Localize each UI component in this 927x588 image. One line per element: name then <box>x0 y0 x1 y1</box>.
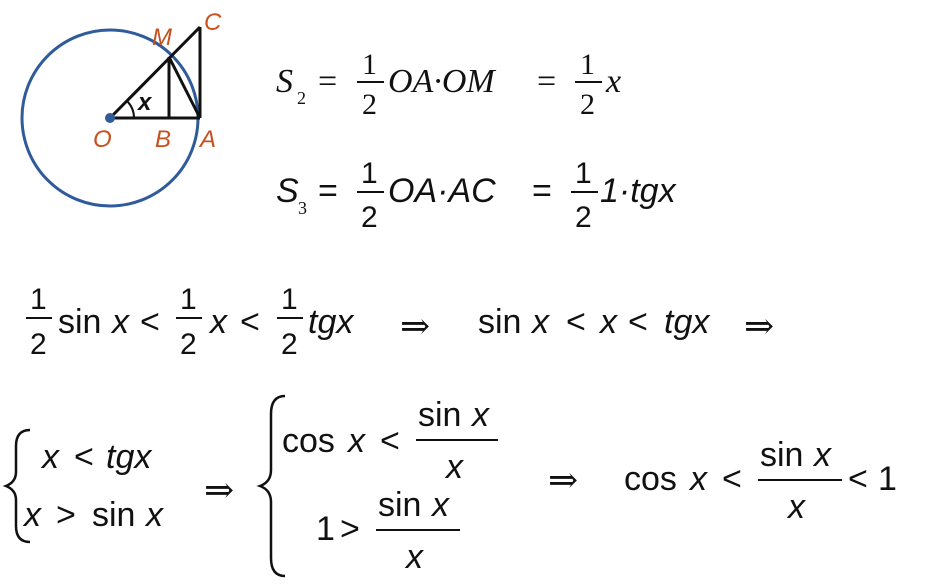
ineq-lt4: < <box>628 303 648 341</box>
result-x: x <box>688 460 708 498</box>
label-C: C <box>204 9 222 36</box>
s2-subscript: 2 <box>297 88 306 108</box>
chord-MA <box>167 56 202 119</box>
implies-3: ⇒ <box>204 470 234 510</box>
result-num-x: x <box>812 436 832 474</box>
implies-4: ⇒ <box>548 460 578 500</box>
ineq-frac3-den: 2 <box>281 328 298 361</box>
s2-equals-2: = <box>537 63 556 100</box>
center-point <box>105 113 115 123</box>
label-M: M <box>152 24 172 51</box>
s2-equals-1: = <box>318 63 337 100</box>
ineq-x2: x <box>208 303 228 341</box>
s2-term: OA·OM <box>388 63 496 100</box>
ineq-frac2-den: 2 <box>180 328 197 361</box>
sys2-row2-one: 1 <box>316 510 335 548</box>
formula-s3: S 3 = 1 2 OA·AC = 1 2 1·tgx <box>276 157 677 234</box>
system-2: cos x < sin x x 1 > sin x x <box>256 394 498 578</box>
result-one: 1 <box>878 460 897 498</box>
system2-brace <box>256 394 286 578</box>
angle-arc <box>126 100 136 119</box>
ineq-tg2: tgx <box>664 303 710 341</box>
segment-OC <box>108 25 202 120</box>
s2-frac2-den: 2 <box>580 88 595 121</box>
s3-frac2-num: 1 <box>575 157 592 190</box>
s2-x: x <box>605 63 621 100</box>
system1-brace <box>2 428 31 544</box>
formula-s2: S 2 = 1 2 OA·OM = 1 2 x <box>276 48 621 121</box>
s3-tail: 1·tgx <box>600 172 677 210</box>
result-cos: cos <box>624 460 677 498</box>
s3-frac1-den: 2 <box>361 201 378 234</box>
ineq-lt2: < <box>240 303 260 341</box>
sys2-row1-den: x <box>444 448 464 486</box>
ineq-lt3: < <box>566 303 586 341</box>
result-num-sin: sin <box>760 436 803 474</box>
unit-circle-figure: O B A M C x <box>20 9 222 208</box>
sys1-row1-x: x <box>40 438 60 476</box>
result-lt1: < <box>722 460 742 498</box>
sys2-row2-num-sin: sin <box>378 486 421 524</box>
label-B: B <box>155 126 171 153</box>
result-den: x <box>786 488 806 526</box>
ineq-sin: sin <box>58 303 101 341</box>
result-lt2: < <box>848 460 868 498</box>
s3-frac1-num: 1 <box>361 157 378 190</box>
ineq-frac1-num: 1 <box>30 283 47 316</box>
ineq-x3: x <box>530 303 550 341</box>
s3-term: OA·AC <box>388 172 496 210</box>
s3-frac2-den: 2 <box>575 201 592 234</box>
s2-frac2-num: 1 <box>580 48 595 81</box>
inequality-row: 1 2 sin x < 1 2 x < 1 2 tgx ⇒ sin x < x … <box>26 283 774 361</box>
sys2-row2-num-x: x <box>430 486 450 524</box>
s3-equals-2: = <box>532 172 552 210</box>
sys1-row2-gt: > <box>56 496 76 534</box>
ineq-x1: x <box>110 303 130 341</box>
label-A: A <box>198 126 216 153</box>
s2-frac1-den: 2 <box>362 88 377 121</box>
ineq-tg: tgx <box>308 303 354 341</box>
ineq-implies-2: ⇒ <box>744 306 774 346</box>
result-inequality: cos x < sin x x < 1 <box>624 436 897 526</box>
ineq-x4: x <box>598 303 618 341</box>
ineq-sin2: sin <box>478 303 521 341</box>
sys2-row1-lt: < <box>380 422 400 460</box>
sys2-row1-cos: cos <box>282 422 335 460</box>
label-angle-x: x <box>136 89 153 116</box>
sys1-row1-lt: < <box>74 438 94 476</box>
s2-frac1-num: 1 <box>362 48 377 81</box>
ineq-frac2-num: 1 <box>180 283 197 316</box>
sys2-row2-den: x <box>404 538 424 576</box>
s3-equals-1: = <box>318 172 338 210</box>
sys1-row1-tg: tgx <box>106 438 152 476</box>
s3-symbol: S <box>276 172 299 210</box>
s2-symbol: S <box>276 63 293 100</box>
ineq-frac1-den: 2 <box>30 328 47 361</box>
ineq-implies-1: ⇒ <box>400 306 430 346</box>
s3-subscript: 3 <box>298 198 307 218</box>
system-1: x < tgx x > sin x <box>2 428 164 544</box>
sys2-row1-x: x <box>346 422 366 460</box>
ineq-lt1: < <box>140 303 160 341</box>
sys1-row2-x: x <box>22 496 42 534</box>
sys2-row2-gt: > <box>340 510 360 548</box>
label-O: O <box>93 126 112 153</box>
sys1-row2-x2: x <box>144 496 164 534</box>
sys2-row1-num-sin: sin <box>418 396 461 434</box>
sys1-row2-sin: sin <box>92 496 135 534</box>
ineq-frac3-num: 1 <box>281 283 298 316</box>
sys2-row1-num-x: x <box>470 396 490 434</box>
